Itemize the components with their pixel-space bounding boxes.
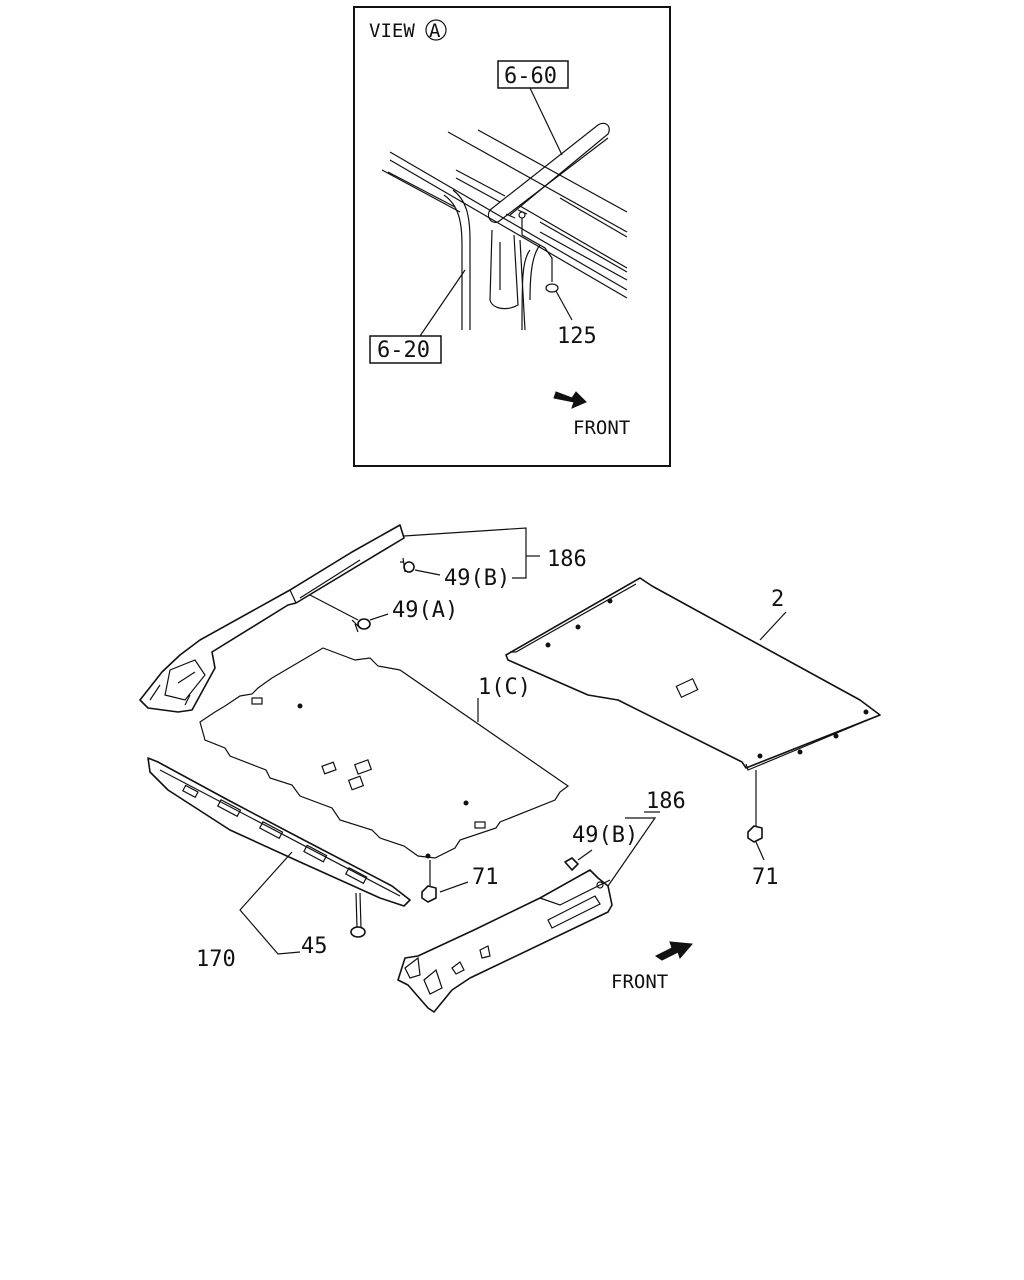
pillar-6-20 (443, 189, 541, 331)
clip-125 (518, 211, 573, 321)
label-186-top: 186 (547, 547, 587, 572)
right-pillar-trim (397, 869, 613, 1013)
roof-rail-6-60 (487, 122, 610, 223)
headliner-panel-2 (505, 577, 881, 771)
label-1c: 1(C) (478, 675, 531, 700)
inset-front-label: FRONT (573, 417, 630, 439)
label-71-left: 71 (472, 865, 499, 890)
label-49b-bottom: 49(B) (572, 823, 638, 848)
inset-view-a: VIEW A (353, 6, 671, 467)
label-45: 45 (301, 934, 328, 959)
callout-box-6-20 (369, 335, 442, 364)
label-49a: 49(A) (392, 598, 458, 623)
label-186-bottom: 186 (646, 789, 686, 814)
main-front-arrow-icon (655, 941, 694, 961)
clip-49b-top (400, 557, 441, 576)
left-pillar-trim (139, 524, 405, 713)
label-125: 125 (557, 324, 597, 349)
callout-box-6-60 (497, 60, 569, 89)
nut-71-left (421, 860, 469, 903)
front-header-rail-170 (147, 757, 411, 907)
front-arrow-icon (553, 391, 587, 409)
label-49b-top: 49(B) (444, 566, 510, 591)
leader-lines (239, 527, 787, 955)
clip-49b-bottom (564, 849, 593, 871)
roof-rail-structure (381, 129, 628, 299)
headliner-1c (199, 647, 570, 859)
clip-49a (309, 594, 389, 633)
bolt-45 (350, 892, 366, 938)
label-170: 170 (196, 947, 236, 972)
nut-71-right (747, 770, 765, 861)
label-71-right: 71 (752, 865, 779, 890)
label-2: 2 (771, 587, 784, 612)
view-label: VIEW (369, 20, 415, 42)
callout-6-20: 6-20 (377, 338, 430, 363)
main-front-label: FRONT (611, 971, 668, 993)
view-marker-circle (425, 19, 447, 41)
inset-frame (353, 6, 671, 467)
callout-6-60: 6-60 (504, 64, 557, 89)
view-marker-letter: A (429, 20, 441, 42)
